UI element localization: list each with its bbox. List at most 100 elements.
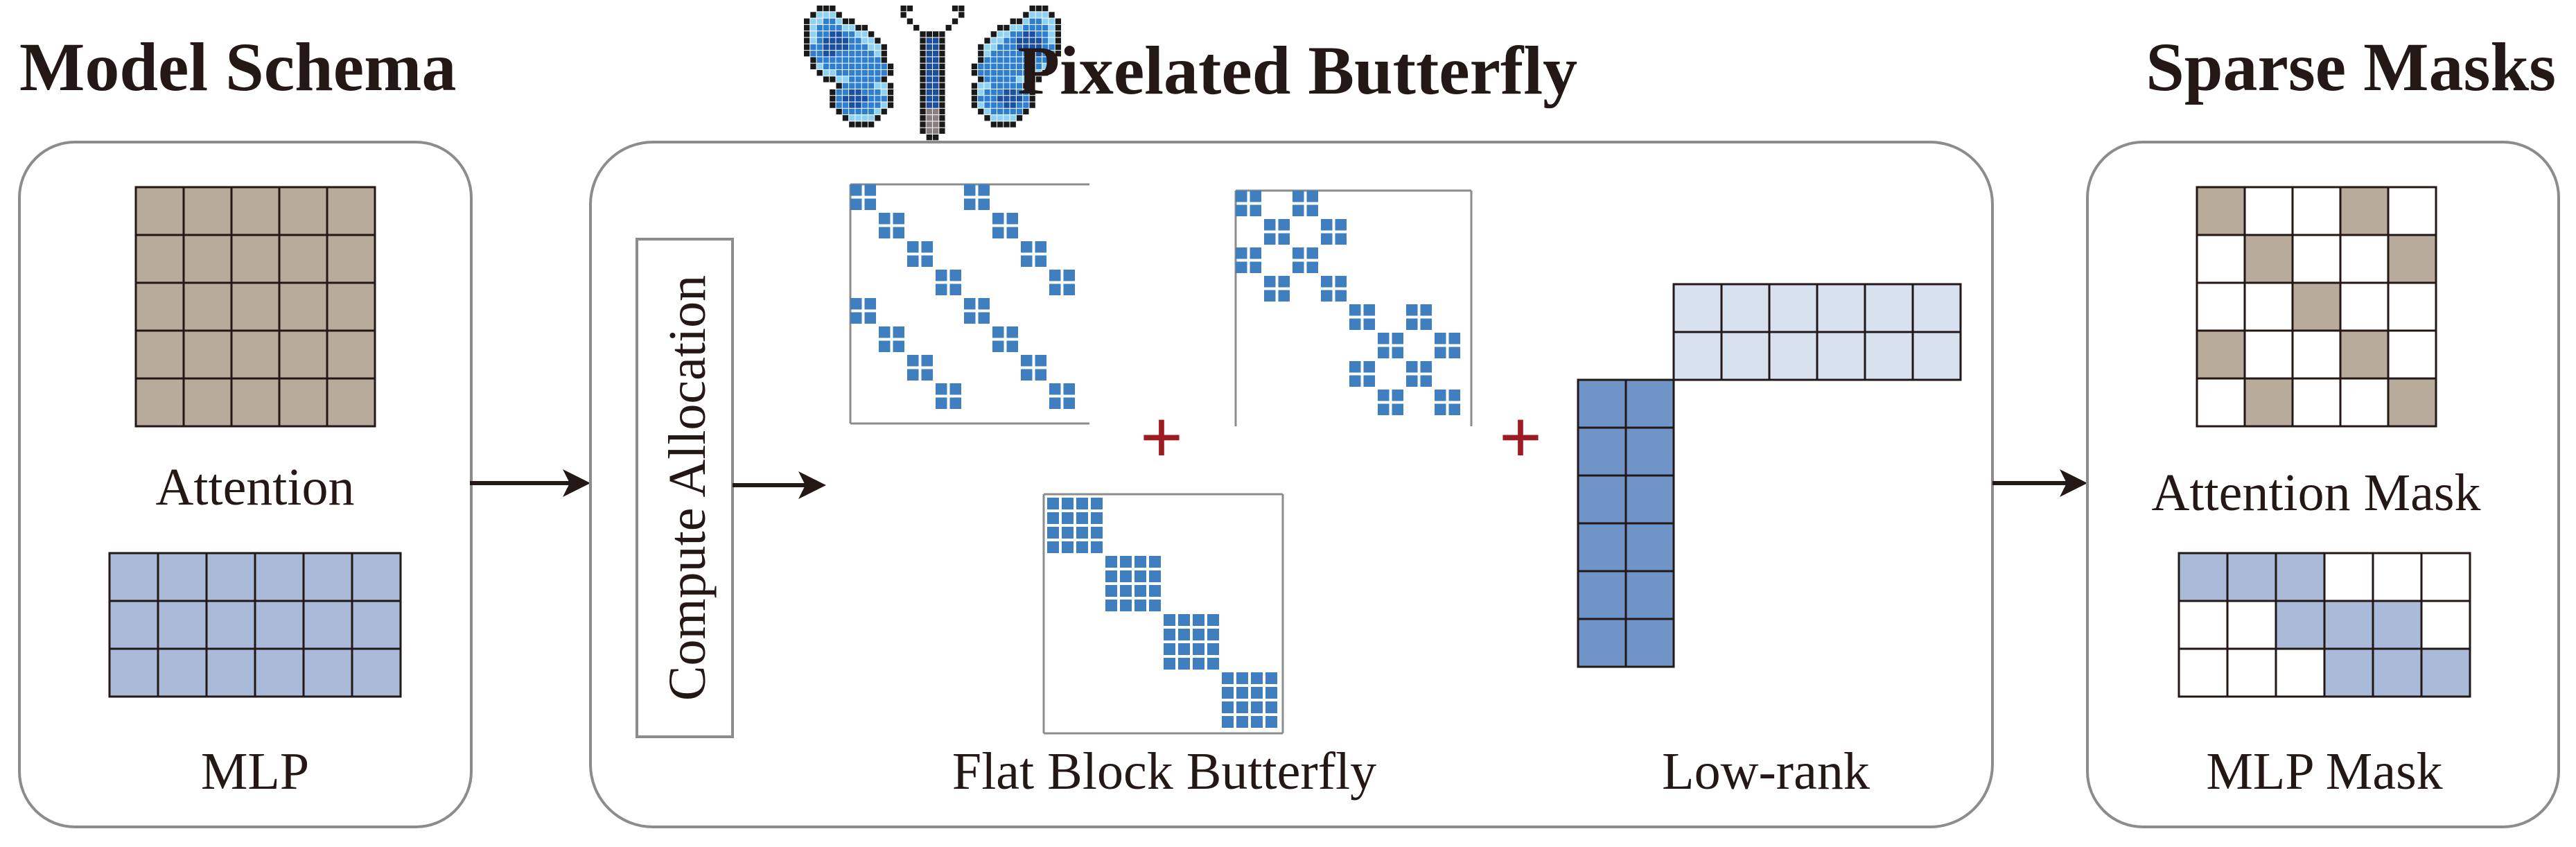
matrix-cell: [326, 234, 376, 284]
block-cell: [1193, 614, 1204, 626]
matrix-cell: [1577, 570, 1627, 620]
block-cell: [1049, 397, 1061, 409]
butterfly-pixel: [816, 70, 823, 76]
block-cell: [978, 184, 990, 196]
block-cell: [1076, 527, 1088, 539]
butterfly-pixel: [810, 51, 816, 57]
block-cell: [1063, 397, 1075, 409]
attention-matrix-grid: [134, 186, 376, 428]
block-cell: [1378, 347, 1390, 358]
block-cell: [1021, 241, 1033, 253]
block-cell: [949, 397, 961, 409]
matrix-cell: [1672, 331, 1723, 381]
butterfly-pixel: [1010, 18, 1016, 24]
block-cell: [1448, 403, 1460, 415]
butterfly-pixel: [868, 37, 875, 44]
block-cell: [978, 312, 990, 324]
butterfly-pixel: [1035, 44, 1042, 51]
butterfly-pixel: [1010, 57, 1016, 63]
butterfly-pixel: [861, 108, 868, 115]
block-cell: [1278, 290, 1290, 302]
block-cell: [864, 184, 876, 196]
block-cell: [1062, 498, 1074, 509]
butterfly-pixel: [1029, 102, 1035, 108]
butterfly-pixel: [1016, 37, 1023, 44]
block-cell: [1236, 672, 1248, 684]
block-cell: [1076, 498, 1088, 509]
butterfly-pixel: [816, 57, 823, 63]
butterfly-pixel: [920, 63, 926, 69]
block-cell: [936, 383, 947, 395]
matrix-cell: [2339, 329, 2390, 380]
butterfly-pixel: [900, 12, 906, 18]
butterfly-pixel: [881, 82, 887, 89]
matrix-cell: [2387, 329, 2437, 380]
butterfly-pixel: [830, 24, 836, 31]
butterfly-pixel: [1010, 96, 1016, 102]
matrix-cell: [230, 186, 281, 236]
block-cell: [1363, 318, 1375, 330]
butterfly-pixel: [920, 82, 926, 89]
block-cell: [1134, 600, 1146, 611]
butterfly-pixel: [1029, 70, 1035, 76]
butterfly-pixel: [920, 70, 926, 76]
pixelated-butterfly-title: Pixelated Butterfly: [1017, 32, 1577, 109]
butterfly-pixel: [926, 37, 932, 44]
butterfly-pixel: [1042, 57, 1049, 63]
butterfly-pixel: [836, 51, 842, 57]
block-cell: [1236, 716, 1248, 728]
matrix-cell: [157, 600, 208, 650]
butterfly-pixel: [997, 31, 1004, 37]
butterfly-pixel: [1029, 6, 1035, 12]
block-cell: [1062, 527, 1074, 539]
butterfly-pixel: [855, 63, 861, 69]
butterfly-pixel: [978, 89, 984, 96]
butterfly-pixel: [861, 96, 868, 102]
butterfly-pixel: [861, 70, 868, 76]
butterfly-pixel: [984, 102, 990, 108]
butterfly-pixel: [1049, 18, 1055, 24]
butterfly-pixel: [1042, 70, 1049, 76]
matrix-cell: [2372, 600, 2423, 650]
matrix-cell: [182, 377, 233, 428]
matrix-cell: [134, 281, 185, 332]
butterfly-pixel: [1016, 115, 1023, 121]
butterfly-pixel: [861, 76, 868, 82]
block-cell: [1435, 333, 1446, 344]
butterfly-pixel: [933, 128, 939, 134]
butterfly-pixel: [836, 70, 842, 76]
matrix-cell: [2226, 600, 2277, 650]
butterfly-pixel: [997, 96, 1004, 102]
butterfly-pixel: [804, 44, 810, 51]
butterfly-pixel: [1042, 51, 1049, 57]
butterfly-pixel: [861, 37, 868, 44]
matrix-cell: [326, 377, 376, 428]
matrix-cell: [205, 647, 256, 698]
butterfly-pixel: [1055, 37, 1061, 44]
butterfly-pixel: [939, 44, 945, 51]
butterfly-pixel: [868, 102, 875, 108]
butterfly-pixel: [939, 70, 945, 76]
block-cell: [1335, 290, 1347, 302]
butterfly-pixel: [849, 82, 855, 89]
butterfly-pixel: [997, 121, 1004, 128]
matrix-cell: [326, 329, 376, 380]
block-cell: [1250, 191, 1261, 202]
block-cell: [1406, 361, 1418, 373]
butterfly-pixel: [920, 44, 926, 51]
matrix-cell: [254, 600, 305, 650]
butterfly-pixel: [1029, 96, 1035, 102]
block-cell: [1448, 347, 1460, 358]
block-cell: [1420, 304, 1432, 316]
butterfly-pixel: [855, 24, 861, 31]
butterfly-pixel: [933, 115, 939, 121]
butterfly-pixel: [849, 89, 855, 96]
butterfly-pixel: [830, 6, 836, 12]
block-cell: [936, 397, 947, 409]
block-cell: [1278, 219, 1290, 231]
butterfly-pixel: [984, 57, 990, 63]
matrix-cell: [2387, 281, 2437, 332]
butterfly-pixel: [842, 89, 849, 96]
butterfly-pixel: [933, 31, 939, 37]
butterfly-pixel: [1004, 70, 1010, 76]
